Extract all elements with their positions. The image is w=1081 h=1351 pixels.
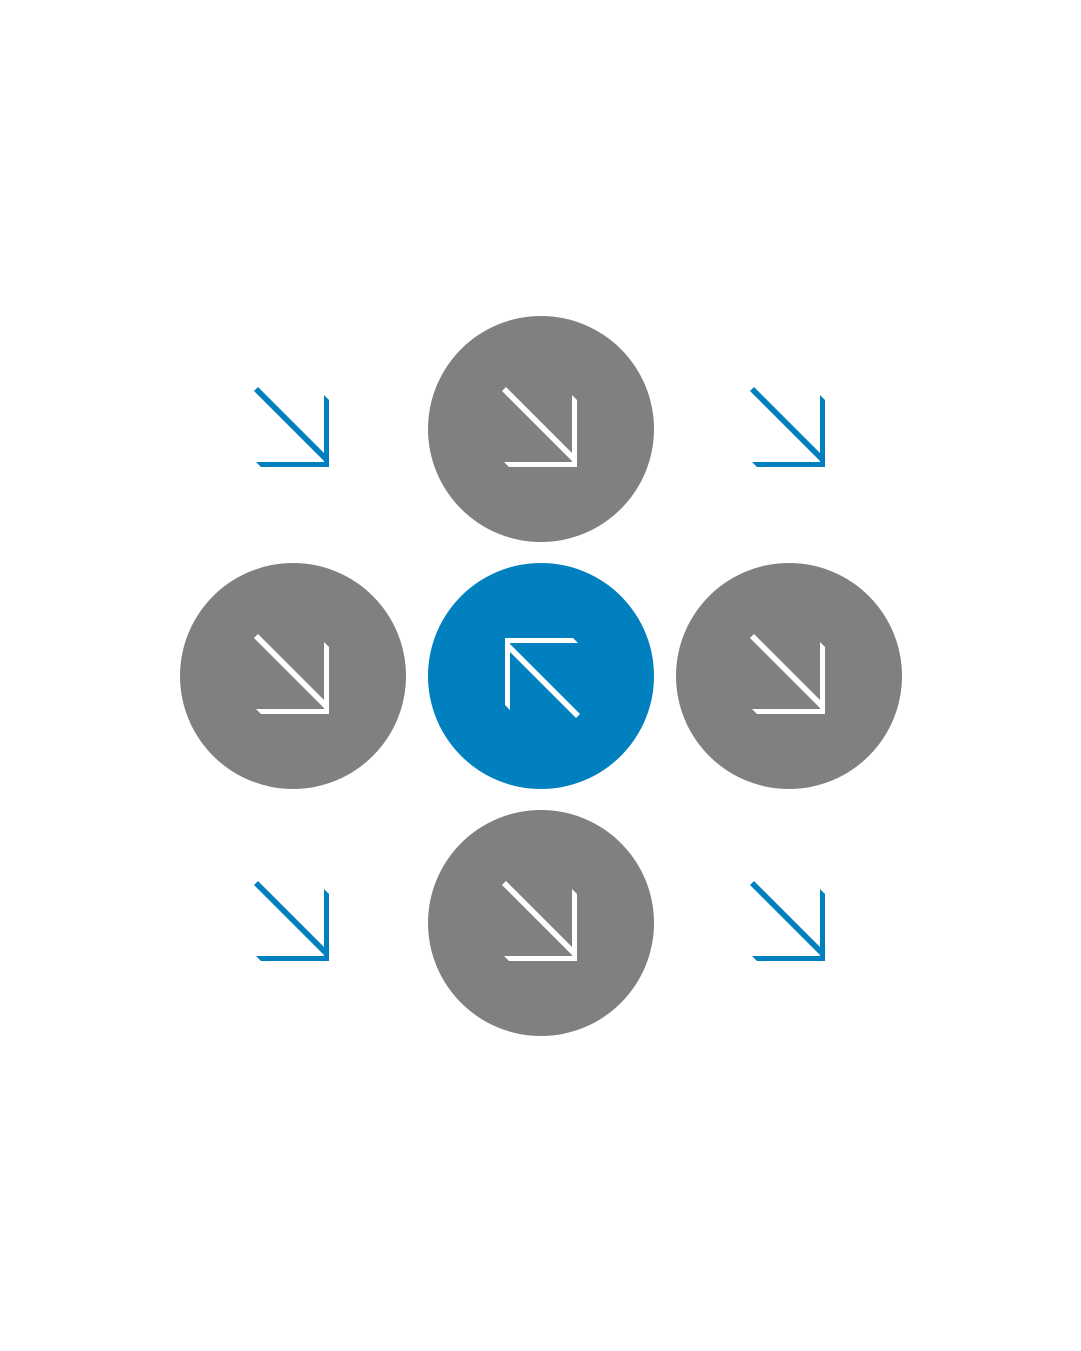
top-right-down-right-arrow-icon bbox=[750, 387, 825, 467]
bottom-left-down-right-arrow-icon bbox=[254, 881, 329, 961]
top-center-down-right-arrow-icon bbox=[502, 387, 577, 467]
middle-center-up-left-arrow-icon bbox=[505, 638, 580, 718]
top-left-down-right-arrow-icon bbox=[254, 387, 329, 467]
bottom-right-down-right-arrow-icon bbox=[750, 881, 825, 961]
middle-right-down-right-arrow-icon bbox=[750, 634, 825, 714]
middle-left-down-right-arrow-icon bbox=[254, 634, 329, 714]
bottom-center-down-right-arrow-icon bbox=[502, 881, 577, 961]
